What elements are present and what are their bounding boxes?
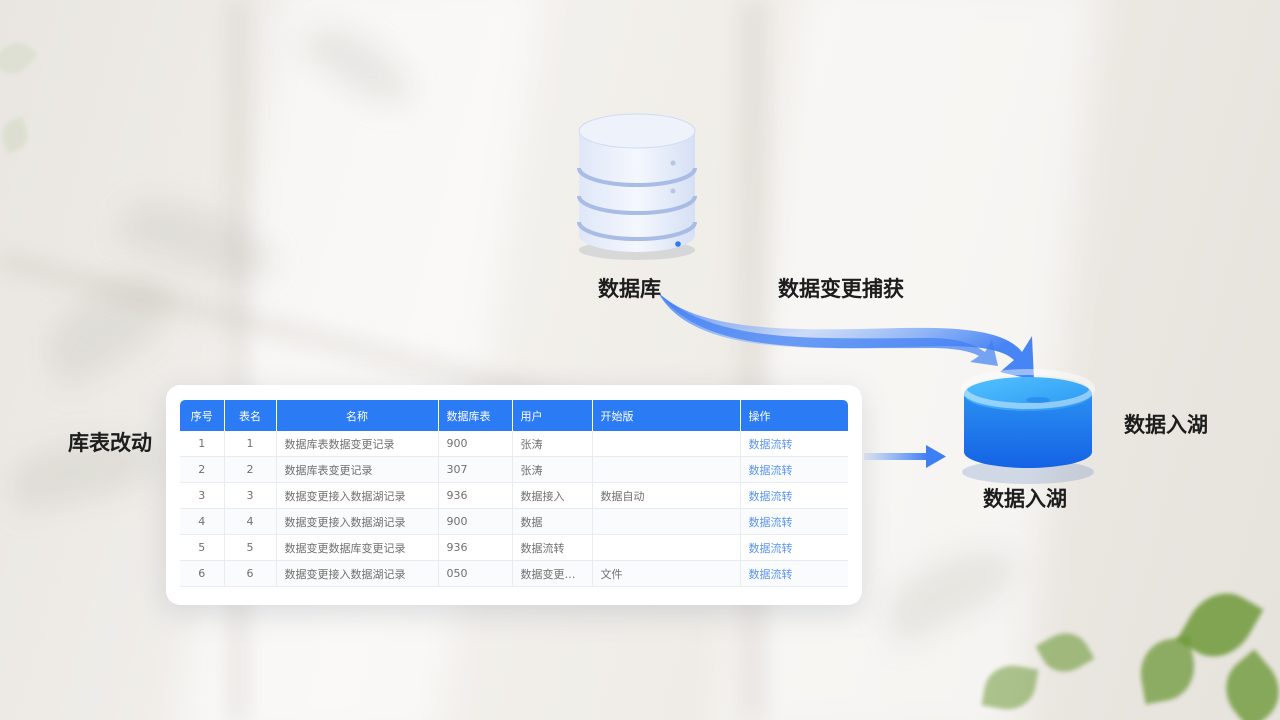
- database-label: 数据库: [598, 277, 661, 301]
- table-cell: 5: [224, 534, 277, 561]
- column-header[interactable]: 序号: [180, 400, 225, 431]
- column-header[interactable]: 操作: [740, 400, 848, 431]
- table-cell: 数据自动: [592, 482, 741, 509]
- table-to-lake-arrow: [864, 445, 946, 468]
- table-card: 序号 表名 名称 数据库表 用户 开始版 操作 1 1 数据库表数据变更记录 9…: [166, 385, 862, 605]
- table-cell: 数据接入: [512, 482, 593, 509]
- table-row[interactable]: 6 6 数据变更接入数据湖记录 050 数据变更记录 文件 数据流转: [180, 560, 848, 587]
- table-cell: 1: [180, 431, 225, 457]
- column-header[interactable]: 名称: [276, 400, 439, 431]
- data-lake-icon: [961, 369, 1095, 484]
- column-header[interactable]: 开始版: [592, 400, 741, 431]
- table-cell: 张涛: [512, 456, 593, 483]
- table-cell: 936: [438, 482, 513, 509]
- column-header[interactable]: 用户: [512, 400, 593, 431]
- table-cell: 3: [180, 482, 225, 509]
- data-lake-label: 数据入湖: [983, 487, 1067, 511]
- row-action-link[interactable]: 数据流转: [740, 482, 848, 509]
- table-cell: 数据变更接入数据湖记录: [276, 482, 439, 509]
- row-action-link[interactable]: 数据流转: [740, 431, 848, 457]
- table-cell: 数据库表变更记录: [276, 456, 439, 483]
- table-cell: [592, 456, 741, 483]
- table-cell: 数据变更接入数据湖记录: [276, 508, 439, 535]
- table-cell: 张涛: [512, 431, 593, 457]
- row-action-link[interactable]: 数据流转: [740, 534, 848, 561]
- row-action-link[interactable]: 数据流转: [740, 560, 848, 587]
- table-cell: 2: [224, 456, 277, 483]
- table-cell: 数据变更数据库变更记录: [276, 534, 439, 561]
- table-cell: 900: [438, 431, 513, 457]
- table-cell: 数据变更记录: [512, 560, 593, 587]
- table-cell: 900: [438, 508, 513, 535]
- column-header[interactable]: 表名: [224, 400, 277, 431]
- table-header-row: 序号 表名 名称 数据库表 用户 开始版 操作: [180, 400, 848, 431]
- table-cell: 数据流转: [512, 534, 593, 561]
- table-cell: 050: [438, 560, 513, 587]
- table-cell: 数据: [512, 508, 593, 535]
- table-cell: 数据变更接入数据湖记录: [276, 560, 439, 587]
- table-cell: 936: [438, 534, 513, 561]
- table-row[interactable]: 4 4 数据变更接入数据湖记录 900 数据 数据流转: [180, 508, 848, 535]
- table-cell: 文件: [592, 560, 741, 587]
- table-cell: 5: [180, 534, 225, 561]
- row-action-link[interactable]: 数据流转: [740, 456, 848, 483]
- table-cell: 2: [180, 456, 225, 483]
- table-row[interactable]: 3 3 数据变更接入数据湖记录 936 数据接入 数据自动 数据流转: [180, 482, 848, 509]
- table-row[interactable]: 1 1 数据库表数据变更记录 900 张涛 数据流转: [180, 431, 848, 457]
- table-cell: 6: [180, 560, 225, 587]
- table-row[interactable]: 2 2 数据库表变更记录 307 张涛 数据流转: [180, 456, 848, 483]
- table-cell: 数据库表数据变更记录: [276, 431, 439, 457]
- table-cell: 1: [224, 431, 277, 457]
- change-table: 序号 表名 名称 数据库表 用户 开始版 操作 1 1 数据库表数据变更记录 9…: [180, 400, 848, 587]
- table-cell: [592, 534, 741, 561]
- table-cell: 3: [224, 482, 277, 509]
- data-lake-label-right: 数据入湖: [1124, 413, 1208, 437]
- column-header[interactable]: 数据库表: [438, 400, 513, 431]
- table-cell: [592, 508, 741, 535]
- row-action-link[interactable]: 数据流转: [740, 508, 848, 535]
- cdc-arrow: [658, 292, 1034, 380]
- table-cell: 307: [438, 456, 513, 483]
- table-cell: 4: [224, 508, 277, 535]
- table-row[interactable]: 5 5 数据变更数据库变更记录 936 数据流转 数据流转: [180, 534, 848, 561]
- cdc-label: 数据变更捕获: [778, 277, 904, 301]
- table-cell: [592, 431, 741, 457]
- table-cell: 4: [180, 508, 225, 535]
- database-cylinder-icon: [577, 113, 697, 260]
- table-change-label: 库表改动: [68, 431, 152, 455]
- table-cell: 6: [224, 560, 277, 587]
